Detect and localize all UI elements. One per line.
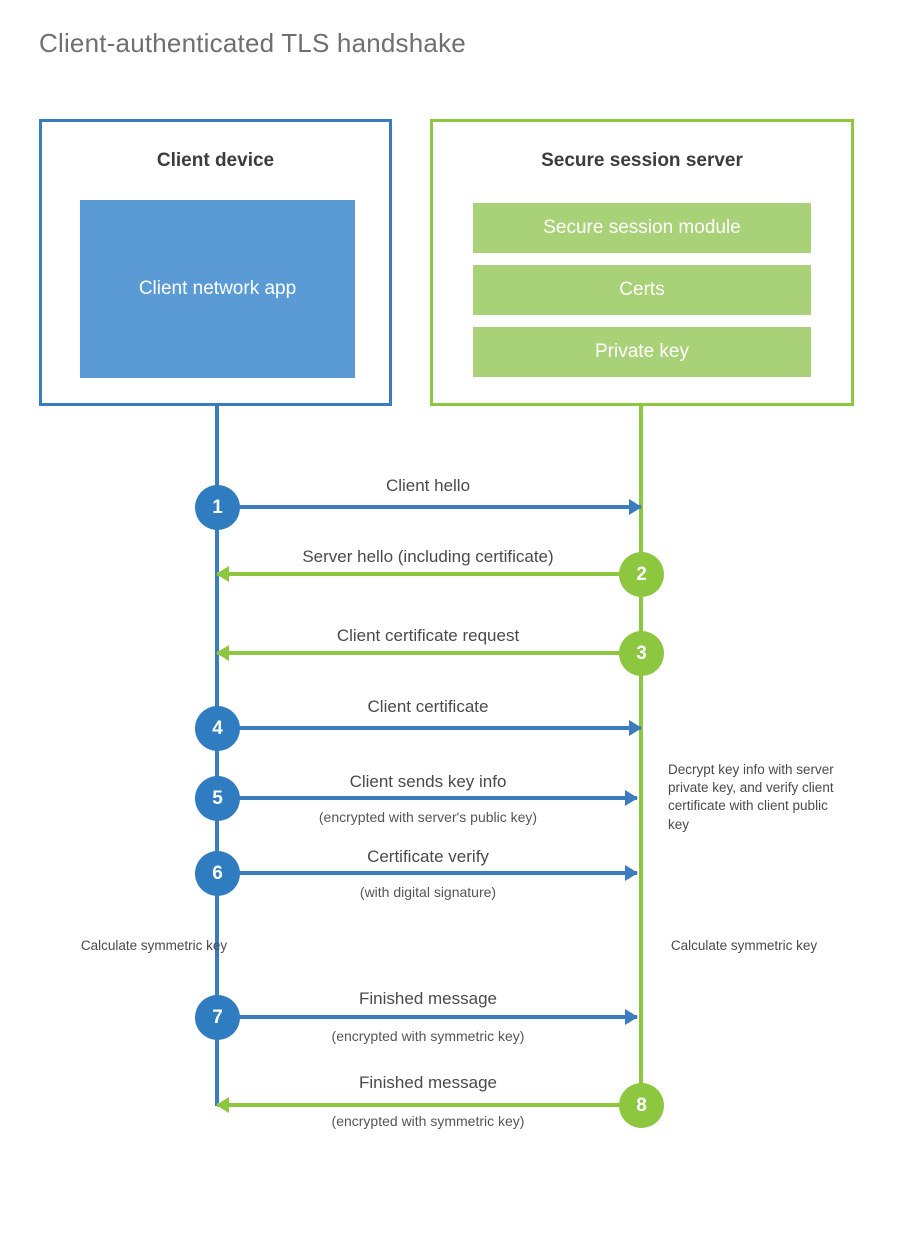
arrow-head-right-icon xyxy=(625,790,638,806)
step-1-circle[interactable]: 1 xyxy=(195,485,240,530)
server-module-label: Certs xyxy=(619,279,665,300)
arrow-head-right-icon xyxy=(629,499,642,515)
server-decrypt-note: Decrypt key info with server private key… xyxy=(668,762,834,832)
client-calculate-symmetric-key-note: Calculate symmetric key xyxy=(80,938,228,953)
step-8-sublabel: (encrypted with symmetric key) xyxy=(331,1113,525,1129)
secure-session-server-title: Secure session server xyxy=(541,150,743,171)
step-5-label: Client sends key info xyxy=(349,772,507,791)
step-4-arrow xyxy=(217,720,642,736)
server-calculate-symmetric-key-note: Calculate symmetric key xyxy=(670,938,818,953)
secure-session-server-box: Secure session server Secure session mod… xyxy=(430,119,854,406)
server-module-private-key: Private key xyxy=(473,327,811,377)
step-5-arrow xyxy=(217,790,638,806)
server-module-secure-session-module: Secure session module xyxy=(473,203,811,253)
step-5-sublabel: (encrypted with server's public key) xyxy=(318,809,538,825)
step-4-circle[interactable]: 4 xyxy=(195,706,240,751)
step-7-label: Finished message xyxy=(359,989,497,1008)
client-network-app-label: Client network app xyxy=(138,278,297,300)
step-8-circle[interactable]: 8 xyxy=(619,1083,664,1128)
step-3-label: Client certificate request xyxy=(336,626,520,645)
step-6-arrow xyxy=(217,865,638,881)
arrow-head-left-icon xyxy=(216,645,229,661)
server-module-certs: Certs xyxy=(473,265,811,315)
client-network-app-block: Client network app xyxy=(80,200,355,378)
client-device-title: Client device xyxy=(156,150,275,171)
step-8-number: 8 xyxy=(636,1094,647,1116)
step-8-arrow xyxy=(216,1097,641,1113)
client-device-box: Client device Client network app xyxy=(39,119,392,406)
server-lifeline xyxy=(639,406,643,1106)
server-module-label: Secure session module xyxy=(543,217,741,238)
step-1-arrow xyxy=(217,499,642,515)
step-6-sublabel: (with digital signature) xyxy=(359,884,497,900)
step-5-circle[interactable]: 5 xyxy=(195,776,240,821)
step-4-number: 4 xyxy=(212,717,223,739)
arrow-head-right-icon xyxy=(625,1009,638,1025)
client-lifeline xyxy=(215,406,219,1106)
step-3-number: 3 xyxy=(636,642,647,664)
step-3-circle[interactable]: 3 xyxy=(619,631,664,676)
step-1-label: Client hello xyxy=(385,476,471,495)
step-6-number: 6 xyxy=(212,862,223,884)
step-4-label: Client certificate xyxy=(367,697,489,716)
step-2-label: Server hello (including certificate) xyxy=(302,547,554,566)
step-7-number: 7 xyxy=(212,1006,223,1028)
step-7-sublabel: (encrypted with symmetric key) xyxy=(331,1028,525,1044)
step-1-number: 1 xyxy=(212,496,223,518)
arrow-head-right-icon xyxy=(629,720,642,736)
step-7-circle[interactable]: 7 xyxy=(195,995,240,1040)
step-7-arrow xyxy=(217,1009,638,1025)
arrow-head-right-icon xyxy=(625,865,638,881)
server-module-label: Private key xyxy=(595,341,689,362)
step-6-label: Certificate verify xyxy=(367,847,489,866)
page-title: Client-authenticated TLS handshake xyxy=(39,28,466,58)
step-5-number: 5 xyxy=(212,787,223,809)
step-2-number: 2 xyxy=(636,563,647,585)
arrow-head-left-icon xyxy=(216,566,229,582)
step-2-arrow xyxy=(216,566,641,582)
step-3-arrow xyxy=(216,645,641,661)
step-6-circle[interactable]: 6 xyxy=(195,851,240,896)
step-2-circle[interactable]: 2 xyxy=(619,552,664,597)
step-8-label: Finished message xyxy=(359,1073,497,1092)
arrow-head-left-icon xyxy=(216,1097,229,1113)
